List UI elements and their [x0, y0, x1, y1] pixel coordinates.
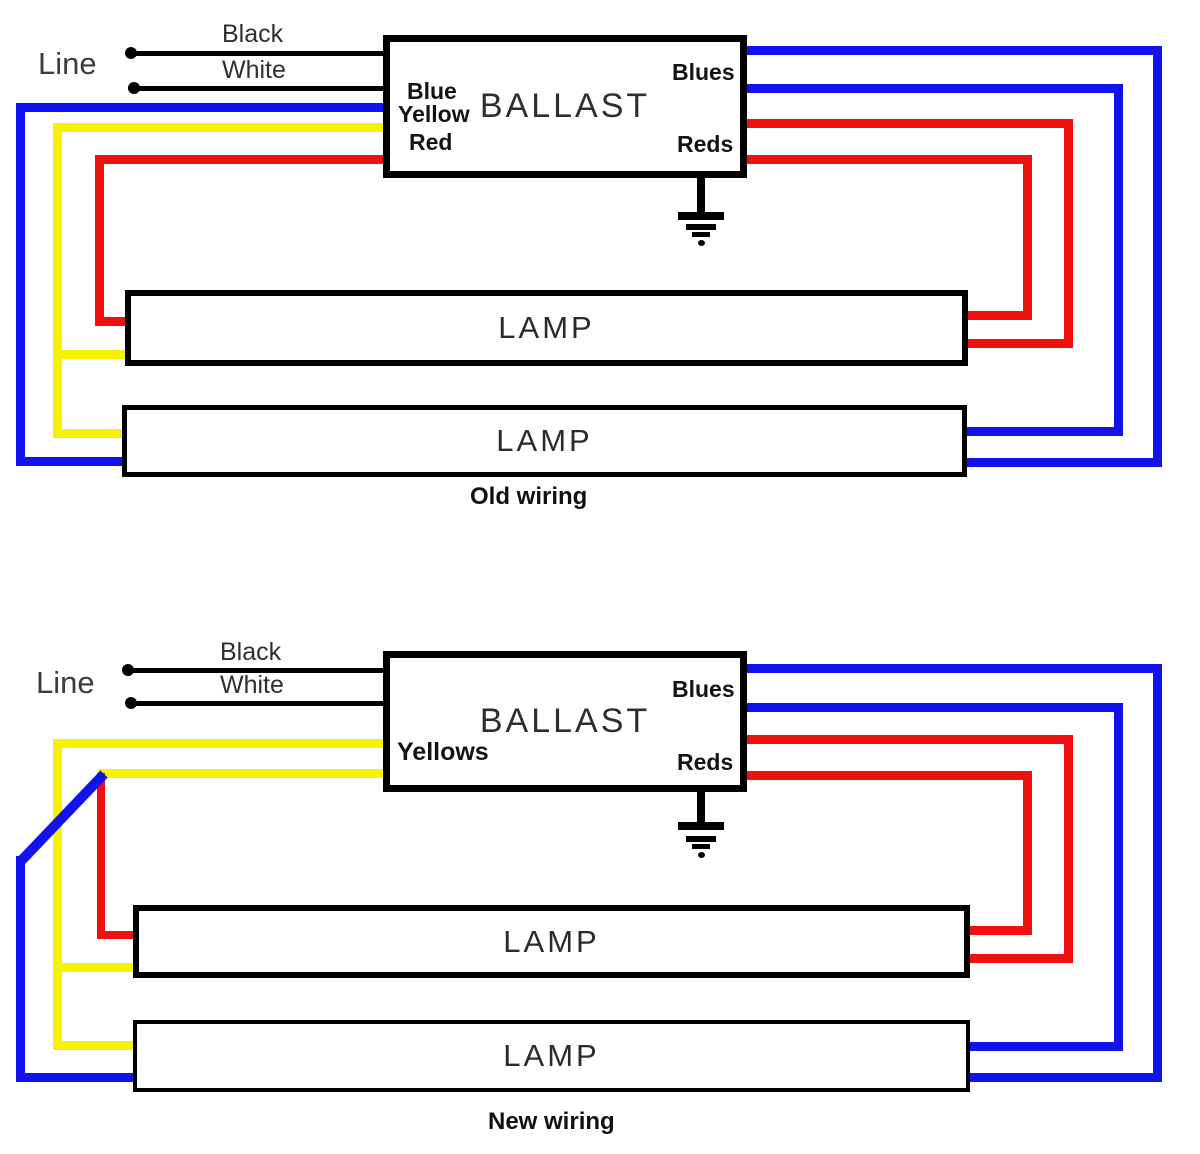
red-wire-segment: [1023, 155, 1032, 320]
diagram-caption-new: New wiring: [488, 1108, 615, 1135]
lamp-label: LAMP: [503, 923, 600, 959]
red-wire-segment: [1023, 771, 1032, 935]
yellow-wire-segment: [98, 769, 383, 778]
ground-bar: [692, 232, 710, 237]
blue-wire-segment: [747, 664, 1162, 673]
ballast-lead-blue-label: Blue: [407, 78, 457, 104]
blue-wire-segment: [970, 1073, 1162, 1082]
ballast-lead-yellow-label: Yellow: [398, 101, 470, 127]
yellow-wire-segment: [53, 739, 383, 748]
blue-wire-segment: [967, 427, 1123, 436]
lamp-box: LAMP: [122, 405, 967, 477]
white-wire-label: White: [222, 56, 286, 84]
ground-bar: [692, 844, 710, 849]
red-wire-segment: [747, 119, 1073, 128]
red-wire-segment: [968, 339, 1073, 348]
yellow-wire-segment: [53, 963, 137, 972]
line-label: Line: [36, 665, 95, 700]
blue-wire-segment: [747, 46, 1162, 55]
ground-stem: [697, 178, 705, 212]
ballast-lead-blues-label: Blues: [672, 59, 735, 85]
lamp-label: LAMP: [503, 1038, 600, 1073]
ballast-lead-yellows-label: Yellows: [397, 738, 489, 766]
yellow-wire-segment: [53, 123, 383, 132]
blue-wire-segment: [16, 856, 25, 1082]
ground-bar: [678, 822, 724, 830]
white-line-wire: [133, 86, 383, 91]
red-wire-segment: [95, 155, 104, 326]
white-line-wire: [131, 701, 383, 706]
blue-wire-segment: [970, 1042, 1123, 1051]
ballast-title: BALLAST: [479, 87, 651, 125]
ground-dot: [698, 852, 705, 858]
lamp-box: LAMP: [133, 1020, 970, 1092]
blue-wire-segment: [16, 1073, 137, 1082]
ballast-lead-reds-label: Reds: [677, 131, 734, 157]
yellow-wire-segment: [53, 1041, 137, 1050]
yellow-wire-segment: [53, 739, 62, 1050]
red-wire-segment: [968, 311, 1032, 320]
ballast-lead-blues-label: Blues: [672, 676, 735, 702]
blue-wire-segment: [967, 458, 1162, 467]
blue-wire-segment: [1153, 46, 1162, 467]
lamp-box: LAMP: [133, 905, 970, 978]
red-wire-segment: [747, 155, 1032, 164]
ground-stem: [697, 792, 705, 823]
black-line-wire: [128, 668, 383, 673]
red-wire-segment: [95, 317, 129, 326]
red-wire-segment: [970, 954, 1073, 963]
ballast-box: BALLAST Yellows Blues Reds: [383, 651, 747, 792]
ground-bar: [686, 224, 716, 230]
ground-bar: [686, 836, 716, 842]
lamp-label: LAMP: [498, 310, 595, 345]
red-wire-segment: [95, 155, 383, 164]
wiring-diagram-new: Line Black White: [0, 615, 1200, 1154]
yellow-wire-segment: [53, 429, 126, 438]
ballast-box: BALLAST Blue Yellow Red Blues Reds: [383, 35, 747, 178]
yellow-wire-segment: [53, 123, 62, 438]
white-wire-label: White: [220, 671, 284, 699]
lamp-label: LAMP: [496, 423, 593, 458]
blue-wire-segment: [16, 103, 25, 466]
wiring-diagram-old: Line Black White BALLAST: [0, 0, 1200, 560]
ground-dot: [698, 240, 705, 246]
red-wire-segment: [97, 931, 137, 939]
blue-wire-segment: [16, 457, 125, 466]
black-line-wire: [130, 51, 383, 56]
red-wire-segment: [97, 773, 105, 939]
red-wire-segment: [1064, 119, 1073, 348]
red-wire-segment: [747, 735, 1073, 744]
diagram-caption-old: Old wiring: [470, 483, 588, 510]
blue-wire-segment: [1114, 84, 1123, 436]
ballast-lead-reds-label: Reds: [677, 749, 734, 775]
blue-wire-segment: [16, 103, 383, 112]
blue-wire-segment: [747, 703, 1123, 712]
red-wire-segment: [970, 926, 1032, 935]
ground-bar: [678, 212, 724, 220]
red-wire-segment: [1064, 735, 1073, 963]
ballast-lead-red-label: Red: [409, 129, 453, 155]
line-label: Line: [38, 46, 97, 81]
blue-wire-segment: [1114, 703, 1123, 1051]
blue-wire-segment: [1153, 664, 1162, 1082]
red-wire-segment: [747, 771, 1032, 780]
black-wire-label: Black: [222, 20, 284, 48]
yellow-wire-segment: [53, 350, 129, 359]
blue-wire-segment: [747, 84, 1123, 93]
ballast-title: BALLAST: [479, 702, 651, 740]
lamp-box: LAMP: [125, 290, 968, 366]
black-wire-label: Black: [220, 638, 282, 666]
